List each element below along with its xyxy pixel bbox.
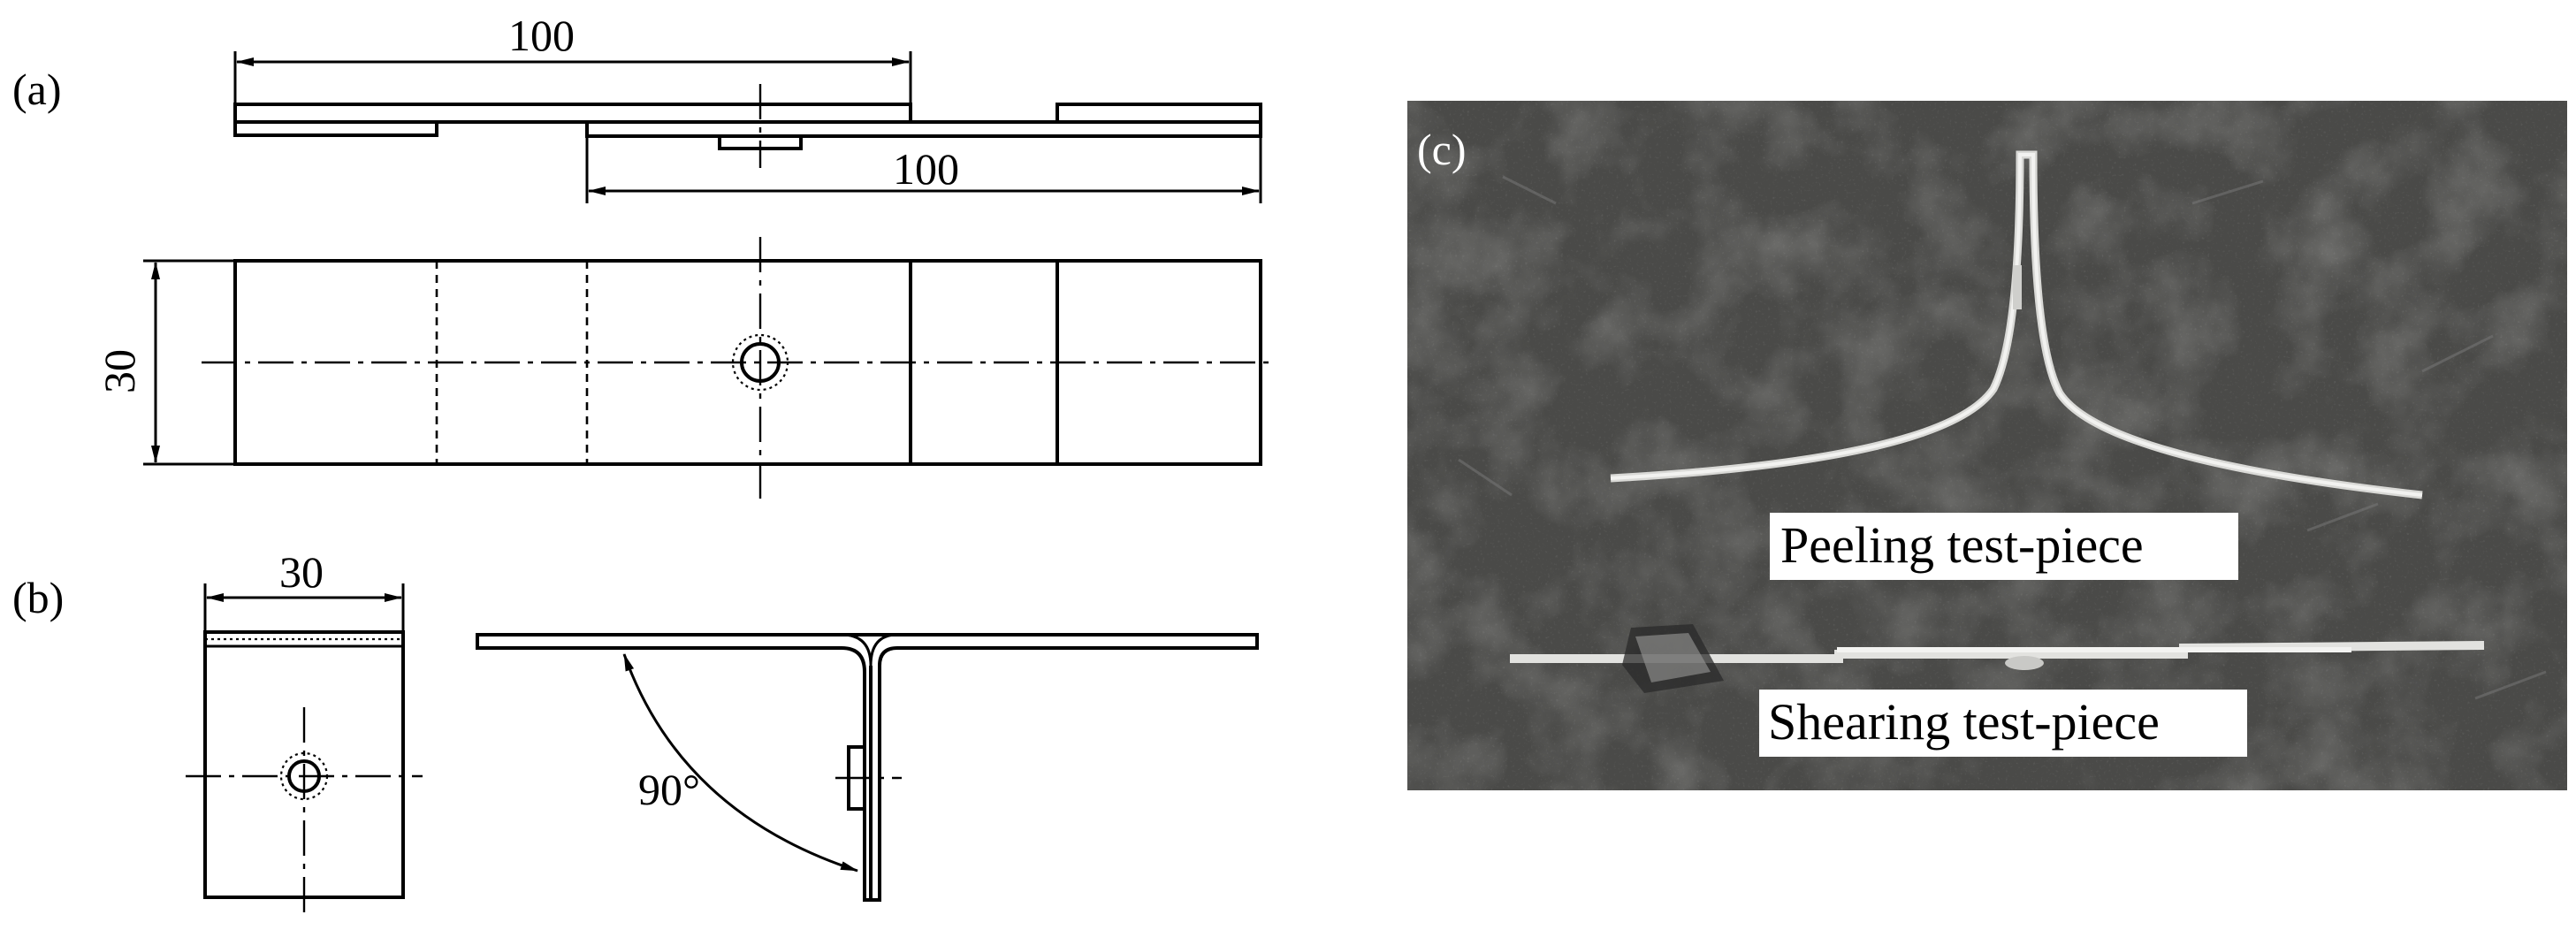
dimension-side-value: 30 <box>95 349 144 393</box>
peeling-caption: Peeling test-piece <box>1780 516 2144 574</box>
spot-weld-hole <box>731 333 789 392</box>
shearing-specimen <box>1510 624 2485 693</box>
dimension-bottom-100: 100 <box>585 136 1262 203</box>
shearing-caption-box: Shearing test-piece <box>1759 690 2247 757</box>
shear-side-view <box>233 84 1262 168</box>
peeling-specimen <box>1610 150 2423 499</box>
panel-a-label: (a) <box>12 65 62 114</box>
panel-a: (a) 100 100 <box>12 11 1277 499</box>
angle-value: 90° <box>638 765 700 814</box>
dimension-side-30: 30 <box>95 259 235 466</box>
panel-c-photo: (c) Peeling test-piece Shearing test-pie… <box>1407 101 2567 790</box>
angle-90-annotation: 90° <box>622 653 858 873</box>
dimension-width-value: 30 <box>279 547 324 597</box>
dimension-top-value: 100 <box>508 11 575 60</box>
dimension-bottom-value: 100 <box>893 144 959 194</box>
peel-weld-hole <box>279 751 329 801</box>
peel-side-view <box>476 633 1259 902</box>
shear-plan-view <box>202 237 1277 499</box>
peel-front-view <box>186 630 423 912</box>
shearing-caption: Shearing test-piece <box>1768 693 2160 751</box>
panel-c-label: (c) <box>1417 125 1467 174</box>
dimension-top-100: 100 <box>233 11 912 104</box>
panel-b-label: (b) <box>12 573 64 622</box>
panel-b: (b) 30 <box>12 547 1259 912</box>
dimension-width-30: 30 <box>203 547 405 632</box>
peeling-caption-box: Peeling test-piece <box>1770 513 2238 580</box>
